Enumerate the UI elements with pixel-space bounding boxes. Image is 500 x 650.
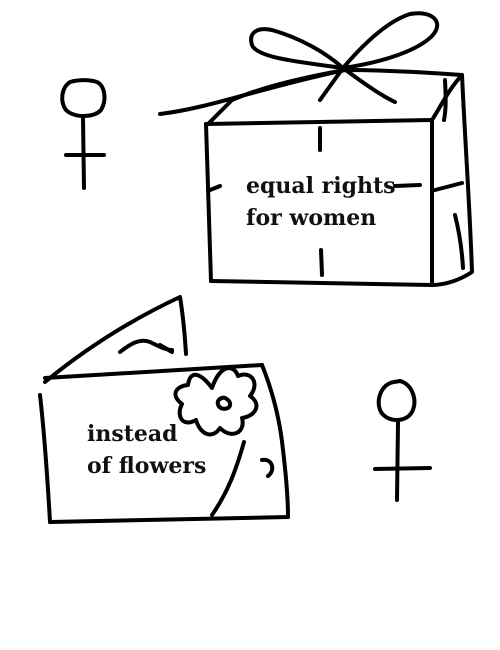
flower-icon (173, 366, 259, 437)
gift-top-line-1: equal rights (246, 173, 396, 199)
female-symbol-icon (60, 78, 107, 190)
gift-box-top (158, 11, 474, 287)
gift-box-bottom (38, 295, 290, 524)
gift-bottom-line-2: of flowers (87, 453, 207, 479)
ribbon-bow-icon (249, 11, 440, 104)
gift-top-line-2: for women (246, 205, 377, 231)
female-symbol-icon (373, 379, 432, 502)
gift-bottom-line-1: instead (87, 421, 178, 447)
gift-bottom-caption: instead of flowers (87, 418, 206, 482)
gift-top-caption: equal rights for women (246, 170, 396, 234)
